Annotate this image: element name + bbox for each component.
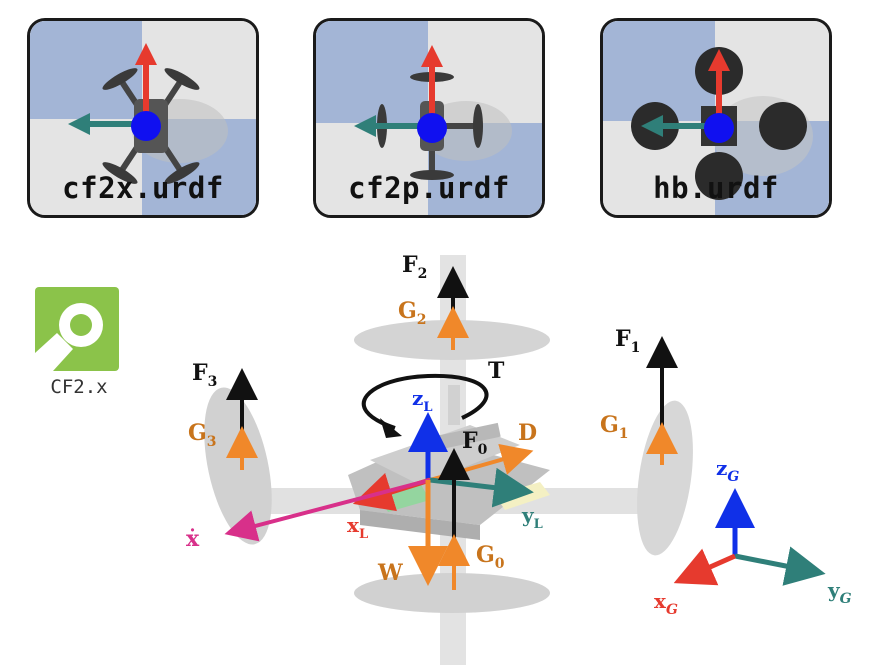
panel-hb-label: hb.urdf (653, 171, 779, 205)
force-F2-label: F2 (402, 252, 427, 282)
velocity-arrow (224, 478, 431, 542)
weight-W-label: W (377, 560, 403, 586)
torque-T-arc (361, 373, 489, 430)
global-frame: zG yG xG (654, 456, 852, 618)
global-y-arrow (734, 546, 826, 586)
gyro-G1-label: G1 (600, 412, 629, 442)
panel-cf2p: cf2p.urdf (313, 18, 545, 218)
force-F0-label: F0 (462, 428, 488, 458)
global-x-arrow (673, 548, 737, 586)
magnifier-logo-icon (35, 287, 119, 371)
panel-cf2p-label: cf2p.urdf (348, 171, 510, 205)
drag-D-label: D (518, 420, 537, 446)
gyro-G2-label: G2 (398, 298, 427, 328)
gyro-G3-label: G3 (188, 420, 217, 450)
force-F1-label: F1 (615, 326, 640, 356)
local-y-arrow (429, 467, 534, 508)
velocity-label: ẋ (186, 526, 200, 552)
cf2p-render (316, 21, 542, 215)
panel-cf2x-label: cf2x.urdf (62, 171, 224, 205)
local-x-label: xL (347, 513, 368, 542)
global-z-label: zG (716, 456, 739, 485)
local-z-label: zL (412, 386, 433, 415)
hb-render (603, 21, 829, 215)
force-F3-label: F3 (192, 360, 217, 390)
global-y-label: yG (827, 578, 852, 607)
panel-cf2x: cf2x.urdf (27, 18, 259, 218)
global-x-label: xG (654, 589, 678, 618)
gyro-G0-label: G0 (476, 542, 505, 572)
drone-body-icon (204, 255, 693, 665)
cf2x-render (30, 21, 256, 215)
panel-hb: hb.urdf (600, 18, 832, 218)
logo-caption: CF2.x (50, 376, 108, 398)
torque-T-label: T (488, 358, 505, 384)
local-y-label: yL (521, 503, 543, 532)
